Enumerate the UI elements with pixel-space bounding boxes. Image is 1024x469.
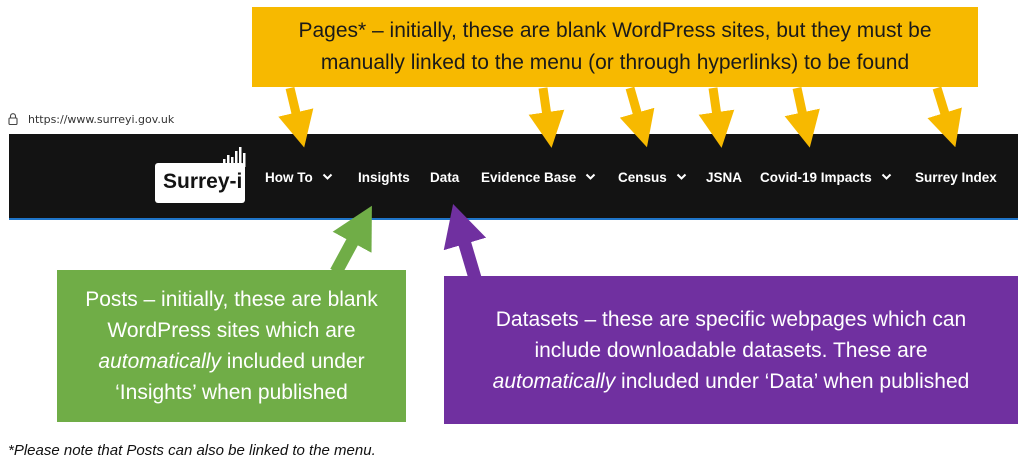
- posts-callout-line: automatically included under: [85, 346, 378, 377]
- url-text: https://www.surreyi.gov.uk: [28, 112, 175, 126]
- datasets-callout-line: Datasets – these are specific webpages w…: [495, 307, 967, 331]
- nav-item-how-to[interactable]: How To: [265, 166, 333, 188]
- arrow-pages-census: [619, 86, 655, 148]
- pages-callout-line: manually linked to the menu (or through …: [320, 51, 910, 74]
- footnote: *Please note that Posts can also be link…: [8, 442, 376, 459]
- nav-item-jsna[interactable]: JSNA: [706, 166, 742, 188]
- arrow-pages-surrey-index: [927, 86, 962, 148]
- nav-label: Covid-19 Impacts: [760, 169, 872, 185]
- emphasis-text: automatically: [98, 350, 221, 373]
- lock-icon: [8, 113, 18, 125]
- site-logo[interactable]: Surrey-i: [155, 163, 245, 203]
- nav-label: Evidence Base: [481, 169, 577, 185]
- logo-text: Surrey-i: [163, 170, 243, 193]
- chevron-down-icon: [676, 173, 686, 180]
- nav-item-covid-19-impacts[interactable]: Covid-19 Impacts: [760, 166, 892, 188]
- arrow-pages-how-to: [278, 86, 314, 148]
- logo-bars-icon: [223, 147, 246, 167]
- arrow-pages-jsna: [698, 87, 735, 148]
- nav-item-surrey-index[interactable]: Surrey Index: [915, 166, 997, 188]
- nav-label: Surrey Index: [915, 169, 997, 185]
- arrow-pages-evidence-base: [528, 87, 565, 148]
- chevron-down-icon: [881, 173, 892, 180]
- posts-callout-line: WordPress sites which are: [107, 319, 356, 342]
- nav-item-evidence-base[interactable]: Evidence Base: [481, 166, 596, 188]
- nav-label: Insights: [358, 169, 410, 185]
- chevron-down-icon: [586, 173, 596, 180]
- posts-callout-line: ‘Insights’ when published: [115, 381, 348, 404]
- nav-item-census[interactable]: Census: [618, 166, 687, 188]
- nav-label: How To: [265, 169, 313, 185]
- posts-callout-text: included under: [220, 350, 365, 373]
- address-bar[interactable]: https://www.surreyi.gov.uk: [8, 110, 174, 128]
- datasets-callout-line: include downloadable datasets. These are: [534, 338, 928, 362]
- datasets-callout-text: included under ‘Data’ when published: [615, 369, 970, 393]
- nav-label: Data: [430, 169, 460, 185]
- datasets-callout: Datasets – these are specific webpages w…: [444, 276, 1018, 424]
- arrow-datasets-data: [443, 204, 487, 280]
- nav-item-data[interactable]: Data: [430, 166, 459, 188]
- emphasis-text: automatically: [492, 369, 616, 393]
- posts-callout: Posts – initially, these are blank WordP…: [57, 270, 406, 422]
- nav-label: Census: [618, 169, 667, 185]
- pages-callout-line: Pages* – initially, these are blank Word…: [298, 19, 932, 42]
- posts-callout-line: Posts – initially, these are blank: [85, 288, 378, 311]
- nav-item-insights[interactable]: Insights: [358, 166, 410, 188]
- nav-label: JSNA: [706, 169, 743, 185]
- arrow-posts-insights: [330, 205, 372, 276]
- arrow-pages-covid: [784, 87, 820, 148]
- datasets-callout-line: automatically included under ‘Data’ when…: [493, 366, 970, 397]
- pages-callout: Pages* – initially, these are blank Word…: [252, 7, 978, 87]
- chevron-down-icon: [322, 173, 332, 180]
